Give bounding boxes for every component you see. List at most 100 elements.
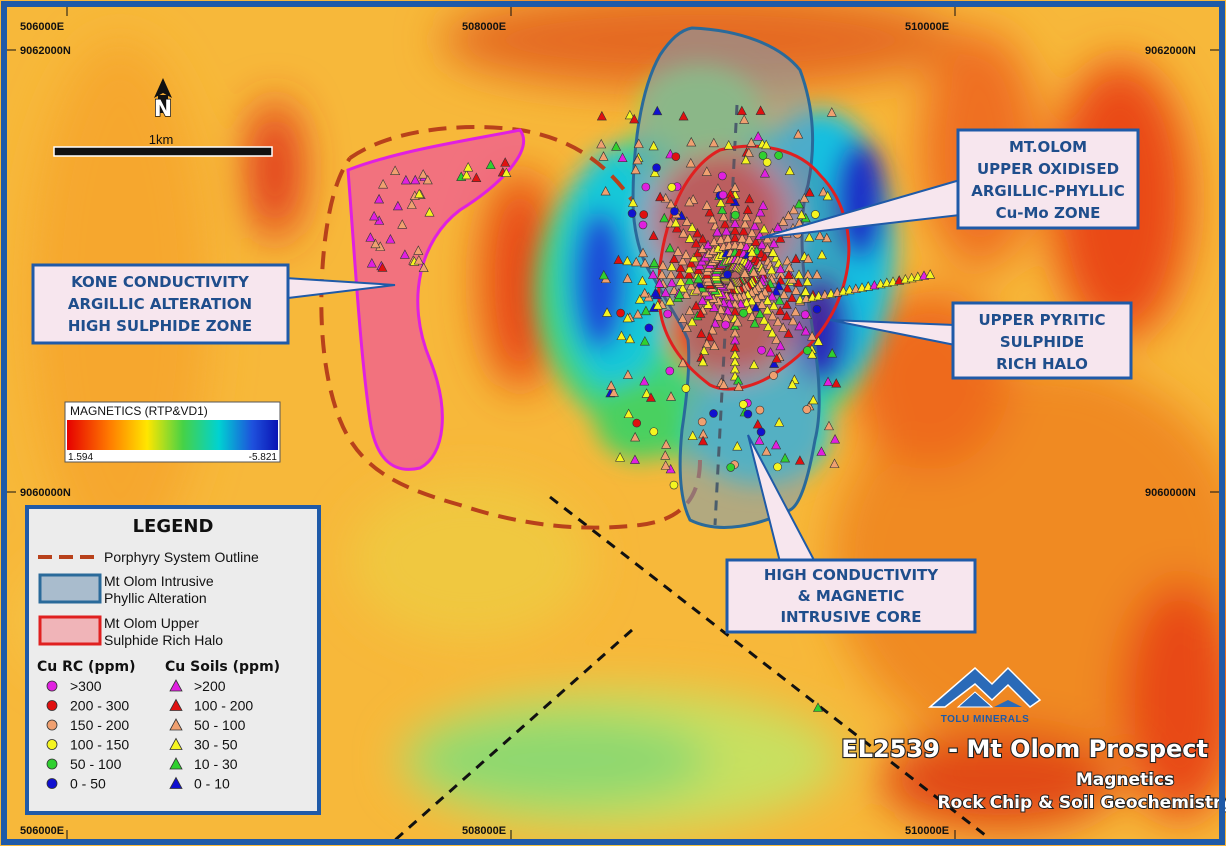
soil-sample xyxy=(741,211,752,222)
legend-soil-symbol-2 xyxy=(169,718,183,731)
legend: LEGEND Porphyry System Outline Mt Olom I… xyxy=(25,505,321,815)
grid-label-x-bottom-3: 510000E xyxy=(905,825,949,837)
rc-sample xyxy=(812,304,822,314)
legend-soil-label-4: 10 - 30 xyxy=(194,756,238,772)
rc-sample xyxy=(721,320,730,330)
soil-sample xyxy=(699,345,710,355)
soil-sample xyxy=(816,249,827,260)
magnetics-scale: MAGNETICS (RTP&VD1) 1.594 -5.821 xyxy=(64,401,281,463)
soil-sample xyxy=(748,266,759,277)
legend-rc-label-5: 0 - 50 xyxy=(70,776,106,792)
soil-sample xyxy=(768,300,779,310)
soil-sample xyxy=(637,275,648,286)
soil-sample xyxy=(678,228,689,238)
soil-sample xyxy=(778,216,789,226)
soil-sample xyxy=(787,379,798,389)
soil-sample xyxy=(639,287,650,298)
legend-rc-symbol-1 xyxy=(46,700,58,711)
soil-sample xyxy=(808,394,819,405)
rc-sample xyxy=(641,182,651,192)
soil-sample xyxy=(596,110,607,121)
soil-sample xyxy=(770,286,781,296)
soil-sample xyxy=(739,114,750,124)
soil-sample xyxy=(750,236,761,247)
soil-sample xyxy=(814,230,825,240)
legend-soil-symbol-5 xyxy=(169,776,183,789)
soil-sample xyxy=(830,434,841,444)
legend-porphyry-label: Porphyry System Outline xyxy=(104,549,259,565)
rc-sample xyxy=(638,220,648,230)
soil-sample xyxy=(737,233,748,243)
soil-sample xyxy=(708,137,719,148)
soil-sample xyxy=(697,295,708,305)
north-label: N xyxy=(154,97,172,122)
soil-sample xyxy=(639,336,650,346)
soil-sample xyxy=(684,233,695,243)
soil-sample xyxy=(613,254,624,265)
soil-sample xyxy=(802,276,813,286)
soil-sample xyxy=(794,320,805,331)
soil-sample xyxy=(629,454,640,464)
soil-sample xyxy=(638,247,649,258)
soil-sample xyxy=(759,168,770,178)
callout-pyritic: UPPER PYRITIC SULPHIDE RICH HALO xyxy=(829,301,1133,380)
rc-sample xyxy=(669,480,679,490)
soil-sample xyxy=(746,137,757,147)
soil-sample xyxy=(385,233,396,244)
soil-sample xyxy=(738,225,749,236)
soil-sample xyxy=(765,346,776,357)
soil-sample xyxy=(767,310,778,321)
soil-sample xyxy=(378,179,389,189)
soil-sample xyxy=(707,213,718,224)
soil-sample xyxy=(598,151,609,161)
legend-intrusive-label-2: Phyllic Alteration xyxy=(104,590,207,606)
soil-sample xyxy=(600,185,611,196)
soil-sample xyxy=(632,154,643,165)
rc-sample xyxy=(762,157,772,167)
callout-core-line1: HIGH CONDUCTIVITY xyxy=(764,566,939,584)
soil-sample xyxy=(660,450,671,460)
soil-sample xyxy=(696,328,707,338)
soil-sample xyxy=(414,188,425,199)
soil-sample xyxy=(730,182,740,192)
soil-sample xyxy=(692,227,703,238)
soil-sample xyxy=(736,105,747,116)
soil-sample xyxy=(672,246,683,256)
soil-sample xyxy=(366,258,377,268)
soil-sample xyxy=(689,252,700,263)
soil-sample xyxy=(655,191,666,202)
soil-sample xyxy=(664,295,675,306)
callout-kone-line1: KONE CONDUCTIVITY xyxy=(71,273,250,291)
rc-sample xyxy=(731,210,740,220)
rc-sample xyxy=(627,209,637,218)
soil-sample xyxy=(687,430,698,440)
soil-sample xyxy=(775,233,786,243)
soil-sample xyxy=(757,239,768,250)
legend-soil-symbol-0 xyxy=(169,679,183,692)
soil-sample xyxy=(650,287,661,298)
soil-sample xyxy=(774,295,785,305)
magnetics-max: -5.821 xyxy=(249,452,278,463)
grid-label-x-bottom-2: 508000E xyxy=(462,825,506,837)
callout-core-line2: & MAGNETIC xyxy=(798,587,905,605)
rc-sample xyxy=(652,163,661,172)
legend-halo-label-1: Mt Olom Upper xyxy=(104,615,199,631)
soil-sample xyxy=(779,289,790,299)
soil-sample xyxy=(823,376,834,387)
soil-sample xyxy=(747,247,758,257)
soil-sample xyxy=(784,165,795,176)
soil-sample xyxy=(746,227,757,237)
rc-sample xyxy=(663,309,673,319)
grid-label-y-right-2: 9060000N xyxy=(1145,487,1196,499)
soil-sample xyxy=(666,269,676,279)
soil-sample xyxy=(780,452,791,463)
soil-sample xyxy=(796,209,807,220)
soil-sample xyxy=(399,249,410,259)
soil-sample xyxy=(730,225,740,235)
soil-sample xyxy=(733,381,744,392)
soil-sample xyxy=(766,264,777,275)
legend-rc-label-0: >300 xyxy=(70,678,102,694)
soil-sample xyxy=(771,334,782,344)
soil-sample xyxy=(666,261,677,271)
